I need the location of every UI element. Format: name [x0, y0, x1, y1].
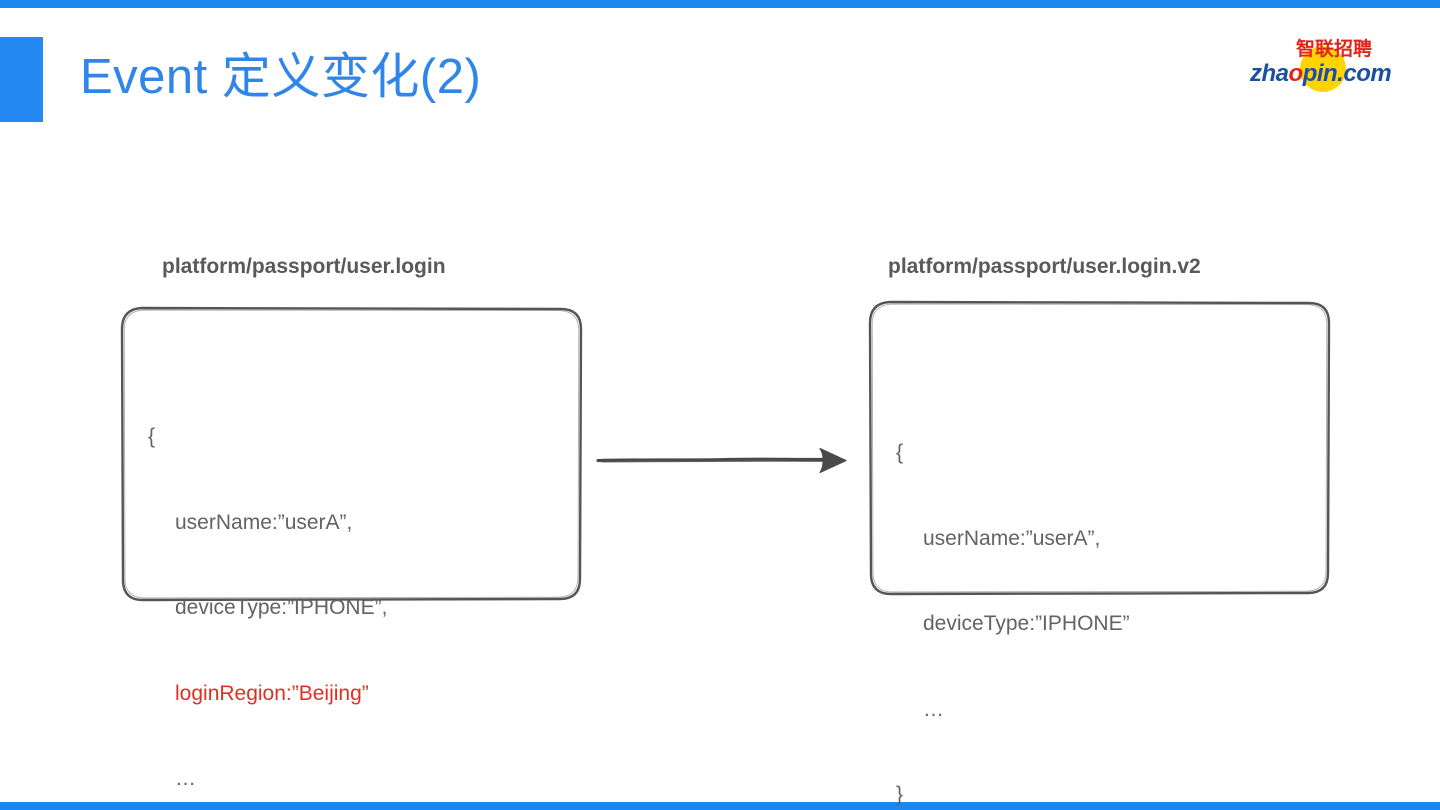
code-line: {	[148, 425, 156, 448]
left-panel-label: platform/passport/user.login	[162, 255, 446, 278]
logo-latin-text: zhaopin.com	[1250, 60, 1392, 88]
code-line-ellipsis: …	[175, 767, 196, 790]
code-line: deviceType:”IPHONE”	[923, 612, 1130, 635]
zhaopin-logo: 智联招聘 zhaopin.com	[1246, 38, 1394, 94]
right-event-panel: { userName:”userA”, deviceType:”IPHONE” …	[868, 300, 1331, 806]
page-title: Event 定义变化(2)	[80, 50, 482, 104]
logo-latin-part1: zha	[1250, 60, 1289, 87]
right-panel-code: { userName:”userA”, deviceType:”IPHONE” …	[896, 382, 1130, 810]
title-accent-block	[0, 37, 43, 122]
left-panel-sketch-border	[120, 306, 583, 602]
left-panel-code: { userName:”userA”, deviceType:”IPHONE”,…	[148, 366, 387, 810]
logo-latin-part2: pin.com	[1302, 60, 1392, 87]
logo-circle-icon	[1300, 46, 1346, 92]
top-accent-rule	[0, 0, 1440, 8]
code-line: {	[896, 441, 904, 464]
code-line: deviceType:”IPHONE”,	[175, 596, 388, 619]
code-line: userName:”userA”,	[175, 510, 353, 534]
code-line-ellipsis: …	[923, 697, 944, 721]
logo-latin-o: o	[1288, 60, 1304, 87]
transition-arrow	[596, 447, 847, 474]
bottom-accent-rule	[0, 802, 1440, 810]
right-panel-sketch-border	[868, 300, 1331, 596]
code-line: }	[896, 783, 904, 806]
code-line: userName:”userA”,	[923, 526, 1101, 550]
code-line-highlighted: loginRegion:”Beijing”	[175, 681, 369, 705]
left-event-panel: { userName:”userA”, deviceType:”IPHONE”,…	[120, 306, 583, 790]
logo-chinese-text: 智联招聘	[1296, 38, 1373, 60]
right-panel-label: platform/passport/user.login.v2	[888, 255, 1201, 278]
